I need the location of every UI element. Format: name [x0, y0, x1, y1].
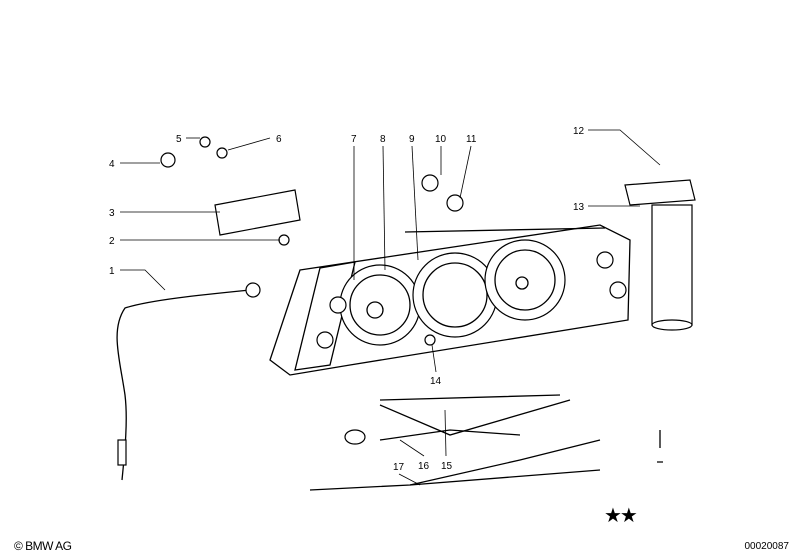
- instrument-cluster: [269, 224, 631, 376]
- bulb-socket: [160, 152, 176, 168]
- callout-7: 7: [351, 134, 357, 145]
- washer: [446, 194, 464, 212]
- bulb: [199, 136, 211, 148]
- callout-10: 10: [435, 134, 447, 145]
- callout-labels: 1 2 3 4 5 6 7 8 9 10 11 12 13 14 15 16 1…: [109, 126, 585, 473]
- callout-11: 11: [466, 134, 477, 145]
- callout-14: 14: [430, 376, 442, 387]
- bulb-holder: [216, 147, 228, 159]
- lamp-board: [214, 189, 301, 236]
- callout-9: 9: [409, 134, 415, 145]
- callout-5: 5: [176, 134, 182, 145]
- callout-16: 16: [418, 461, 430, 472]
- callout-1: 1: [109, 266, 115, 277]
- grommet: [421, 174, 439, 192]
- copyright-label: © BMW AG: [14, 539, 72, 553]
- callout-4: 4: [109, 159, 115, 170]
- leader-lines: [120, 129, 661, 486]
- callout-12: 12: [573, 126, 585, 137]
- callout-6: 6: [276, 134, 282, 145]
- callout-13: 13: [573, 202, 585, 213]
- callout-15: 15: [441, 461, 453, 472]
- diagram-number: 00020087: [744, 541, 790, 552]
- speedometer-cable: [116, 282, 261, 481]
- version-stars: ★★: [604, 505, 638, 527]
- fuel-level-sender: [624, 179, 696, 331]
- callout-8: 8: [380, 134, 386, 145]
- callout-2: 2: [109, 236, 115, 247]
- wiring-harness: [309, 394, 663, 491]
- callout-3: 3: [109, 208, 115, 219]
- callout-17: 17: [393, 462, 405, 473]
- nut: [278, 234, 290, 246]
